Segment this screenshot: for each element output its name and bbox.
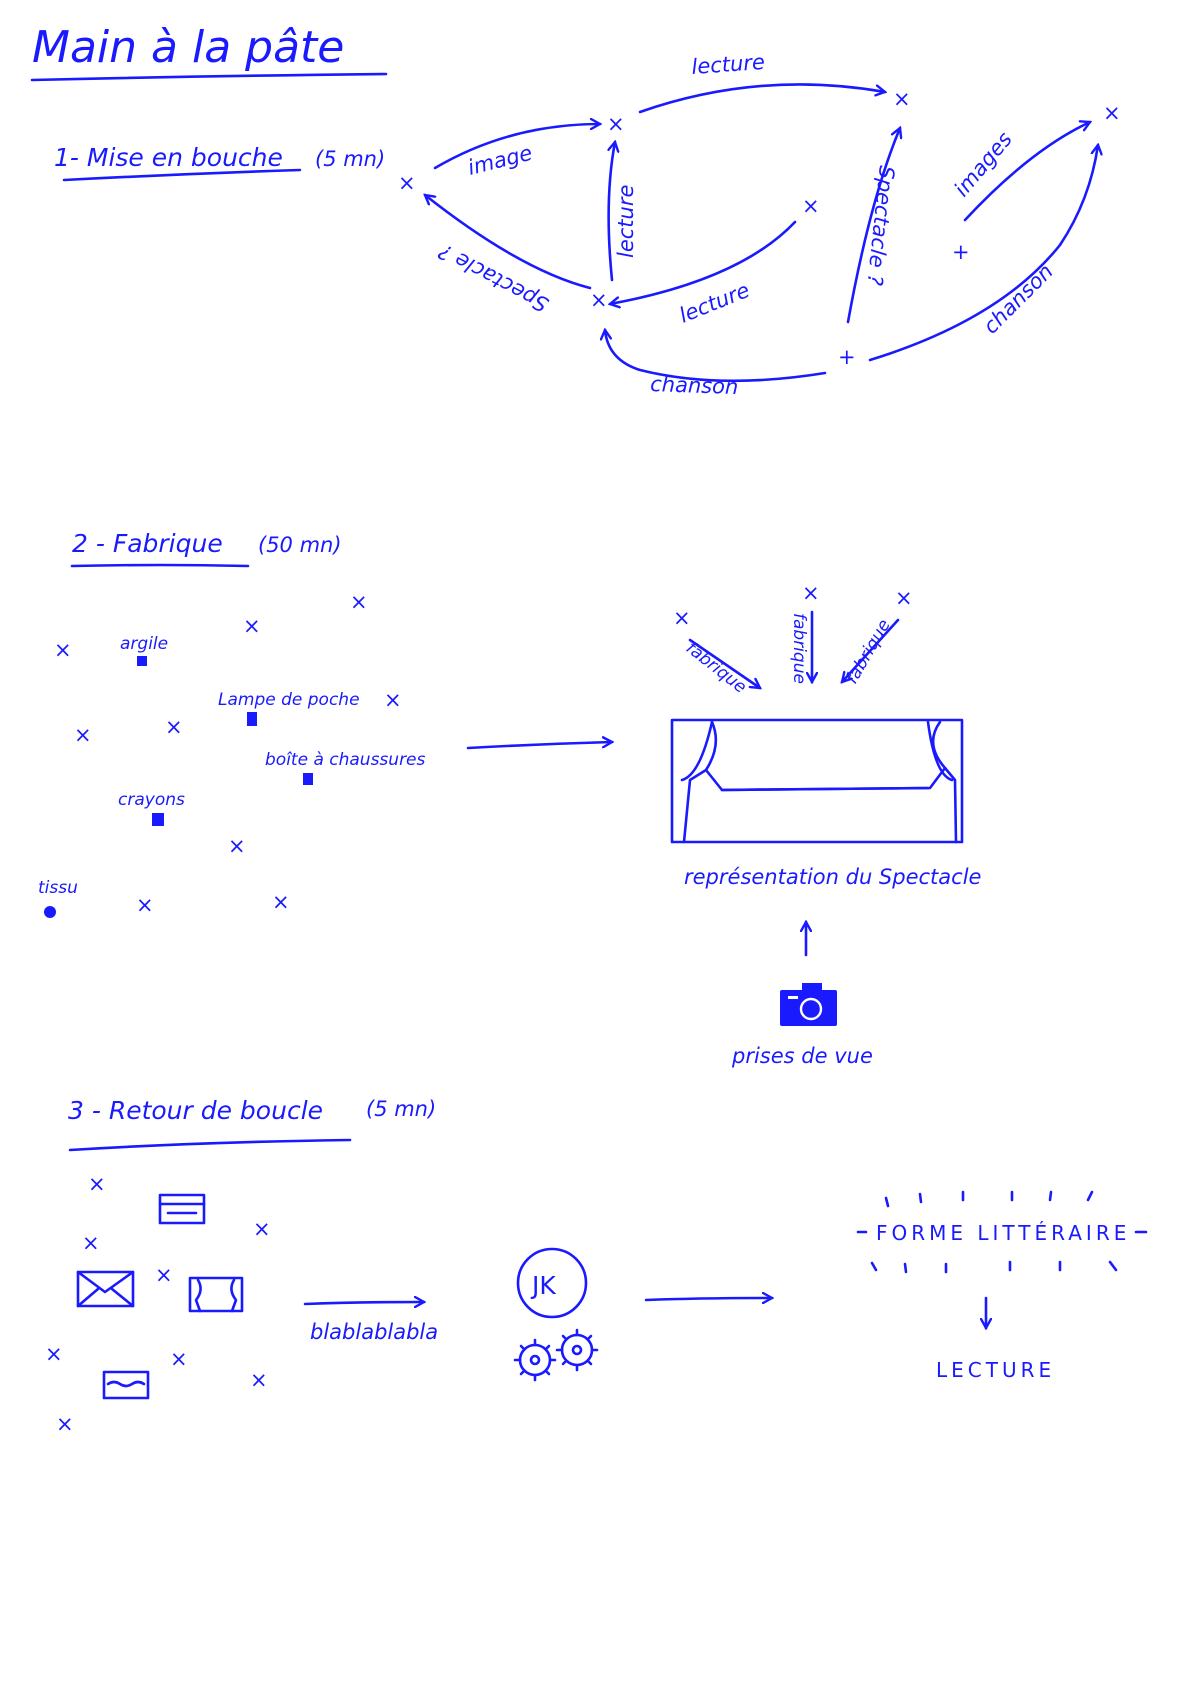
representation-label: représentation du Spectacle bbox=[684, 865, 981, 889]
section1-nodes: × × × × × + × + bbox=[398, 87, 1121, 369]
section2-crosses: × × × × × × × × × bbox=[54, 590, 402, 917]
label-fabrique-3: fabrique bbox=[842, 616, 895, 687]
card-icon bbox=[158, 1193, 206, 1225]
svg-text:×: × bbox=[165, 715, 183, 739]
svg-text:×: × bbox=[243, 614, 261, 638]
label-images: images bbox=[949, 127, 1017, 201]
svg-text:×: × bbox=[74, 723, 92, 747]
edge-lecture-vertical bbox=[609, 142, 615, 282]
edge-image bbox=[433, 124, 600, 170]
svg-text:×: × bbox=[82, 1231, 100, 1255]
arrow-to-stage bbox=[466, 742, 612, 750]
stage-small-icon bbox=[188, 1276, 244, 1313]
section1-edges bbox=[425, 83, 1098, 383]
material-crayons: crayons bbox=[118, 790, 185, 826]
edge-images bbox=[963, 122, 1090, 222]
section3-heading: 3 - Retour de boucle bbox=[68, 1096, 323, 1125]
svg-text:×: × bbox=[56, 1412, 74, 1436]
arrow-to-forme bbox=[644, 1298, 772, 1300]
fabrique-arrows: × × × bbox=[673, 581, 913, 688]
svg-text:×: × bbox=[88, 1172, 106, 1196]
svg-text:×: × bbox=[673, 606, 691, 630]
material-dot bbox=[137, 656, 147, 666]
forme-litteraire-label: FORME LITTÉRAIRE bbox=[876, 1221, 1130, 1245]
section2-duration: (50 mn) bbox=[258, 533, 342, 557]
section1-heading: 1- Mise en bouche bbox=[54, 143, 283, 172]
label-chanson-bottom: chanson bbox=[650, 372, 739, 399]
svg-text:×: × bbox=[45, 1342, 63, 1366]
card-icon bbox=[102, 1370, 150, 1400]
section3-duration: (5 mn) bbox=[366, 1097, 436, 1121]
svg-text:×: × bbox=[384, 688, 402, 712]
node-cross: × bbox=[590, 288, 608, 312]
material-dot bbox=[247, 712, 257, 726]
material-label: argile bbox=[120, 634, 168, 654]
edge-chanson-right bbox=[868, 145, 1098, 362]
blabla-label: blablablabla bbox=[310, 1320, 438, 1344]
jk-badge-text: JK bbox=[530, 1271, 556, 1300]
page-title: Main à la pâte bbox=[32, 22, 344, 73]
material-label: crayons bbox=[118, 790, 185, 810]
node-cross: × bbox=[607, 112, 625, 136]
material-tissu: tissu bbox=[38, 878, 78, 918]
photo-label: prises de vue bbox=[731, 1044, 873, 1068]
node-cross: + bbox=[838, 345, 856, 369]
svg-text:×: × bbox=[136, 893, 154, 917]
svg-text:×: × bbox=[54, 638, 72, 662]
svg-text:×: × bbox=[228, 834, 246, 858]
forme-rays bbox=[856, 1190, 1148, 1274]
edge-chanson-bottom bbox=[605, 330, 827, 383]
svg-text:×: × bbox=[895, 586, 913, 610]
lecture-result-label: LECTURE bbox=[936, 1358, 1055, 1382]
label-spectacle-left: Spectacle ? bbox=[435, 239, 553, 317]
jk-badge: JK bbox=[516, 1247, 588, 1319]
edge-lecture-mid bbox=[610, 220, 797, 304]
material-label: boîte à chaussures bbox=[265, 750, 426, 770]
section1-duration: (5 mn) bbox=[315, 147, 385, 171]
svg-text:×: × bbox=[250, 1368, 268, 1392]
edge-lecture-top bbox=[638, 83, 885, 114]
label-lecture-vertical: lecture bbox=[614, 185, 638, 258]
arrow-to-jk bbox=[303, 1302, 424, 1304]
node-cross: × bbox=[398, 171, 416, 195]
material-dot bbox=[44, 906, 56, 918]
section3-underline bbox=[68, 1138, 352, 1152]
stage-curtain-icon bbox=[670, 718, 964, 844]
edge-spectacle-right bbox=[846, 128, 900, 324]
material-label: tissu bbox=[38, 878, 78, 898]
label-lecture-top: lecture bbox=[691, 50, 766, 79]
material-argile: argile bbox=[120, 634, 168, 666]
label-fabrique-2: fabrique bbox=[789, 613, 809, 684]
svg-text:×: × bbox=[253, 1217, 271, 1241]
node-cross: × bbox=[893, 87, 911, 111]
title-underline bbox=[30, 72, 388, 82]
svg-text:×: × bbox=[272, 890, 290, 914]
camera-icon bbox=[780, 983, 837, 1026]
svg-text:×: × bbox=[350, 590, 368, 614]
material-lampe: Lampe de poche bbox=[218, 690, 360, 726]
node-cross: × bbox=[802, 194, 820, 218]
gears-icon bbox=[513, 1328, 599, 1382]
node-cross: × bbox=[1103, 101, 1121, 125]
material-label: Lampe de poche bbox=[218, 690, 360, 710]
label-fabrique-1: fabrique bbox=[682, 638, 750, 697]
label-chanson-right: chanson bbox=[979, 259, 1058, 338]
section2-underline bbox=[70, 563, 250, 568]
edge-spectacle-left bbox=[425, 195, 592, 290]
envelope-icon bbox=[76, 1270, 135, 1308]
material-dot bbox=[303, 773, 313, 785]
material-boite: boîte à chaussures bbox=[265, 750, 426, 785]
section3-crosses: × × × × × × × × bbox=[45, 1172, 271, 1436]
node-cross: + bbox=[952, 240, 970, 264]
section2-heading: 2 - Fabrique bbox=[72, 529, 223, 558]
svg-text:×: × bbox=[802, 581, 820, 605]
svg-text:×: × bbox=[155, 1263, 173, 1287]
svg-text:×: × bbox=[170, 1347, 188, 1371]
section1-underline bbox=[62, 168, 302, 182]
material-dot bbox=[152, 813, 164, 826]
